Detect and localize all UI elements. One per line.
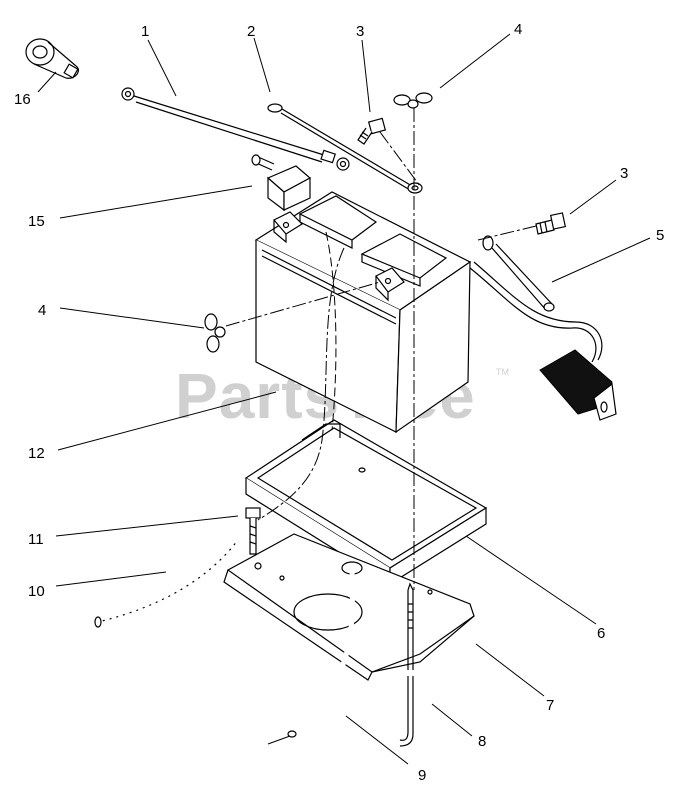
callout-4-left: 4 [38,302,46,319]
battery-part [254,191,472,434]
wing-nut-left-part [204,313,226,353]
negative-cable-part [267,103,423,194]
callout-3-upper: 3 [356,23,364,40]
watermark-trademark: TM [496,367,509,377]
bolt-upper-part [357,117,387,145]
callout-11: 11 [28,531,44,548]
vent-tube-part [267,569,355,745]
base-plate-part [223,533,475,681]
callout-15: 15 [28,213,45,230]
wing-nut-upper-part [393,92,433,109]
callout-7: 7 [546,697,554,714]
callout-2: 2 [247,23,255,40]
callout-4-upper: 4 [514,21,522,38]
callout-labels: 1 2 3 4 16 3 15 5 4 12 11 6 10 7 8 9 [14,21,664,784]
callout-10: 10 [28,583,45,600]
callout-12: 12 [28,445,45,462]
terminal-cover-part [251,154,312,212]
bolt-right-part [535,212,567,235]
leader-lines [37,33,651,765]
callout-5: 5 [656,227,664,244]
spiral-wrap-part [94,537,241,628]
clamp-cable-part [469,235,617,421]
assembly-lines [225,108,537,590]
bolt-lower-part [245,507,261,555]
callout-6: 6 [597,625,605,642]
terminal-boot-part [25,38,79,79]
positive-cable-part [121,87,350,171]
callout-16: 16 [14,91,31,108]
callout-8: 8 [478,733,486,750]
callout-1: 1 [141,23,149,40]
callout-9: 9 [418,767,426,784]
callout-3-right: 3 [620,165,628,182]
hold-down-rod-part [399,582,414,747]
